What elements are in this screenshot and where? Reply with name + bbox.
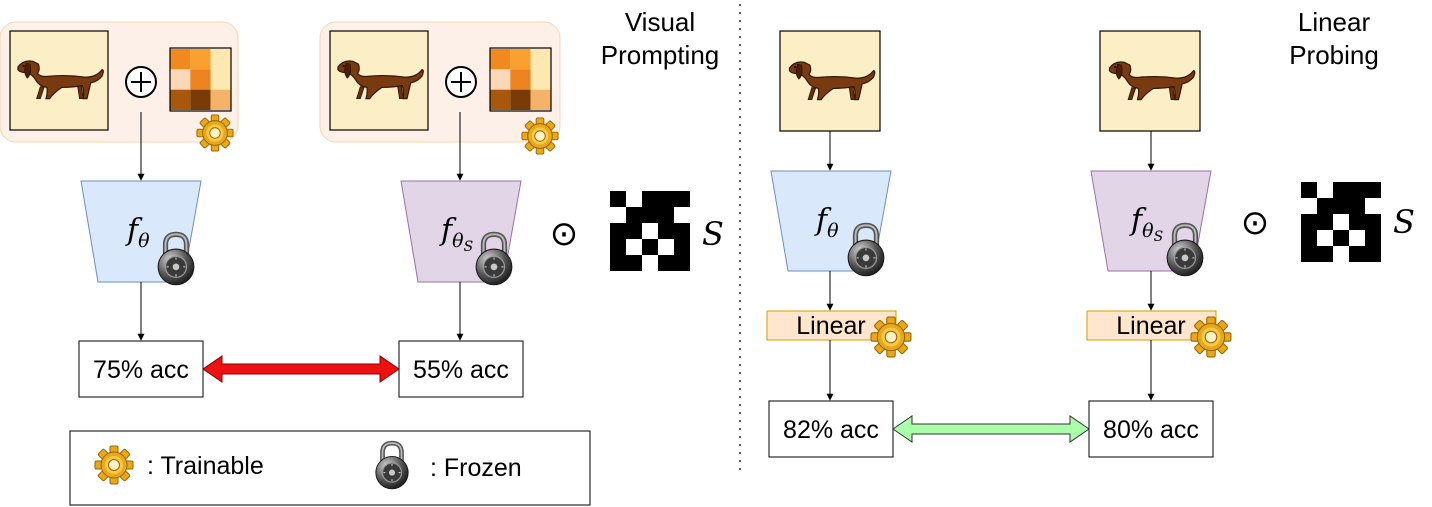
mask-symbol: S bbox=[702, 215, 724, 253]
gap-arrow-large bbox=[202, 355, 400, 383]
result-vp-sparse: 55% acc bbox=[413, 356, 509, 384]
result-box-vp-dense bbox=[78, 340, 204, 398]
prompt-grid bbox=[170, 49, 231, 110]
linear-layer-label: Linear bbox=[796, 312, 866, 340]
gear-icon bbox=[196, 114, 234, 152]
gear-icon bbox=[94, 445, 134, 485]
visual-prompting-title-line2: Prompting bbox=[601, 40, 720, 70]
result-box-lp-sparse bbox=[1088, 400, 1214, 458]
visual-prompting-title-line1: Visual bbox=[625, 7, 695, 37]
mask-symbol: S bbox=[1393, 203, 1415, 241]
gear-icon bbox=[521, 117, 559, 155]
linear-probing-title-line1: Linear bbox=[1298, 7, 1371, 37]
result-lp-sparse: 80% acc bbox=[1103, 416, 1199, 444]
result-lp-dense: 82% acc bbox=[783, 416, 879, 444]
linear-layer-label: Linear bbox=[1116, 312, 1186, 340]
gap-arrow-small bbox=[892, 415, 1090, 443]
legend-trainable-label: : Trainable bbox=[147, 452, 264, 480]
legend-box bbox=[69, 430, 591, 506]
legend-frozen-label: : Frozen bbox=[430, 454, 522, 482]
linear-probing-title-line2: Probing bbox=[1289, 40, 1379, 70]
odot-operator: ⊙ bbox=[550, 215, 579, 253]
mask-grid bbox=[610, 191, 690, 271]
mask-grid bbox=[1301, 182, 1381, 262]
gear-icon bbox=[1190, 316, 1232, 358]
result-vp-dense: 75% acc bbox=[93, 356, 189, 384]
gear-icon bbox=[870, 316, 912, 358]
odot-operator: ⊙ bbox=[1241, 204, 1270, 242]
prompt-grid bbox=[490, 49, 551, 110]
